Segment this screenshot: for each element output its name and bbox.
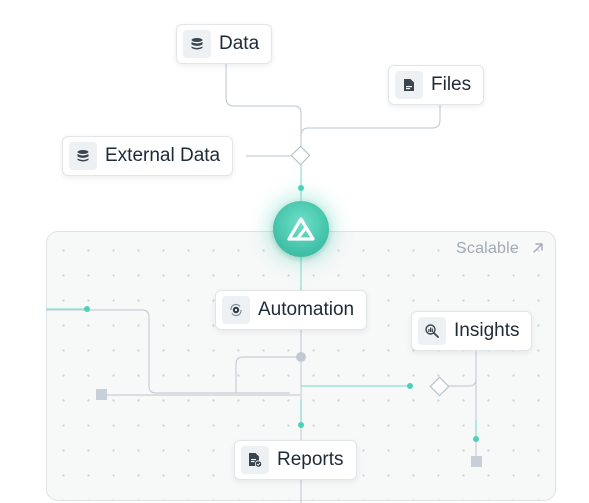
endpoint-square — [96, 389, 107, 400]
database-icon — [183, 30, 211, 58]
logo-icon — [287, 217, 315, 241]
node-insights[interactable]: Insights — [411, 311, 533, 351]
node-reports[interactable]: Reports — [234, 440, 357, 480]
connector-data — [225, 64, 302, 150]
node-external-data[interactable]: External Data — [62, 136, 234, 176]
junction-diamond-top — [290, 145, 311, 166]
node-data-label: Data — [219, 33, 260, 54]
node-external-data-label: External Data — [105, 145, 221, 166]
node-automation[interactable]: Automation — [215, 290, 368, 330]
connector-left-branch — [46, 309, 290, 394]
arrow-up-right-icon — [533, 243, 543, 253]
connector-insights-diamond — [447, 378, 477, 387]
gear-cycle-icon — [222, 296, 250, 324]
node-reports-label: Reports — [277, 449, 344, 470]
accent-dot — [473, 436, 479, 442]
accent-dot — [298, 185, 304, 191]
node-data[interactable]: Data — [176, 24, 273, 64]
accent-dot — [84, 306, 90, 312]
connector-mid-loop — [235, 356, 301, 393]
connector-files — [300, 105, 441, 137]
database-icon — [69, 142, 97, 170]
accent-dot — [407, 383, 413, 389]
node-files[interactable]: Files — [388, 65, 485, 105]
accent-dot — [298, 422, 304, 428]
hub-logo[interactable] — [273, 201, 329, 257]
endpoint-square — [471, 456, 482, 467]
node-insights-label: Insights — [454, 320, 520, 341]
report-check-icon — [241, 446, 269, 474]
panel-label: Scalable — [456, 240, 519, 257]
junction-dot — [296, 352, 306, 362]
file-icon — [395, 71, 423, 99]
chart-search-icon — [418, 317, 446, 345]
junction-diamond-insights — [429, 376, 450, 397]
node-automation-label: Automation — [258, 299, 355, 320]
node-files-label: Files — [431, 74, 472, 95]
